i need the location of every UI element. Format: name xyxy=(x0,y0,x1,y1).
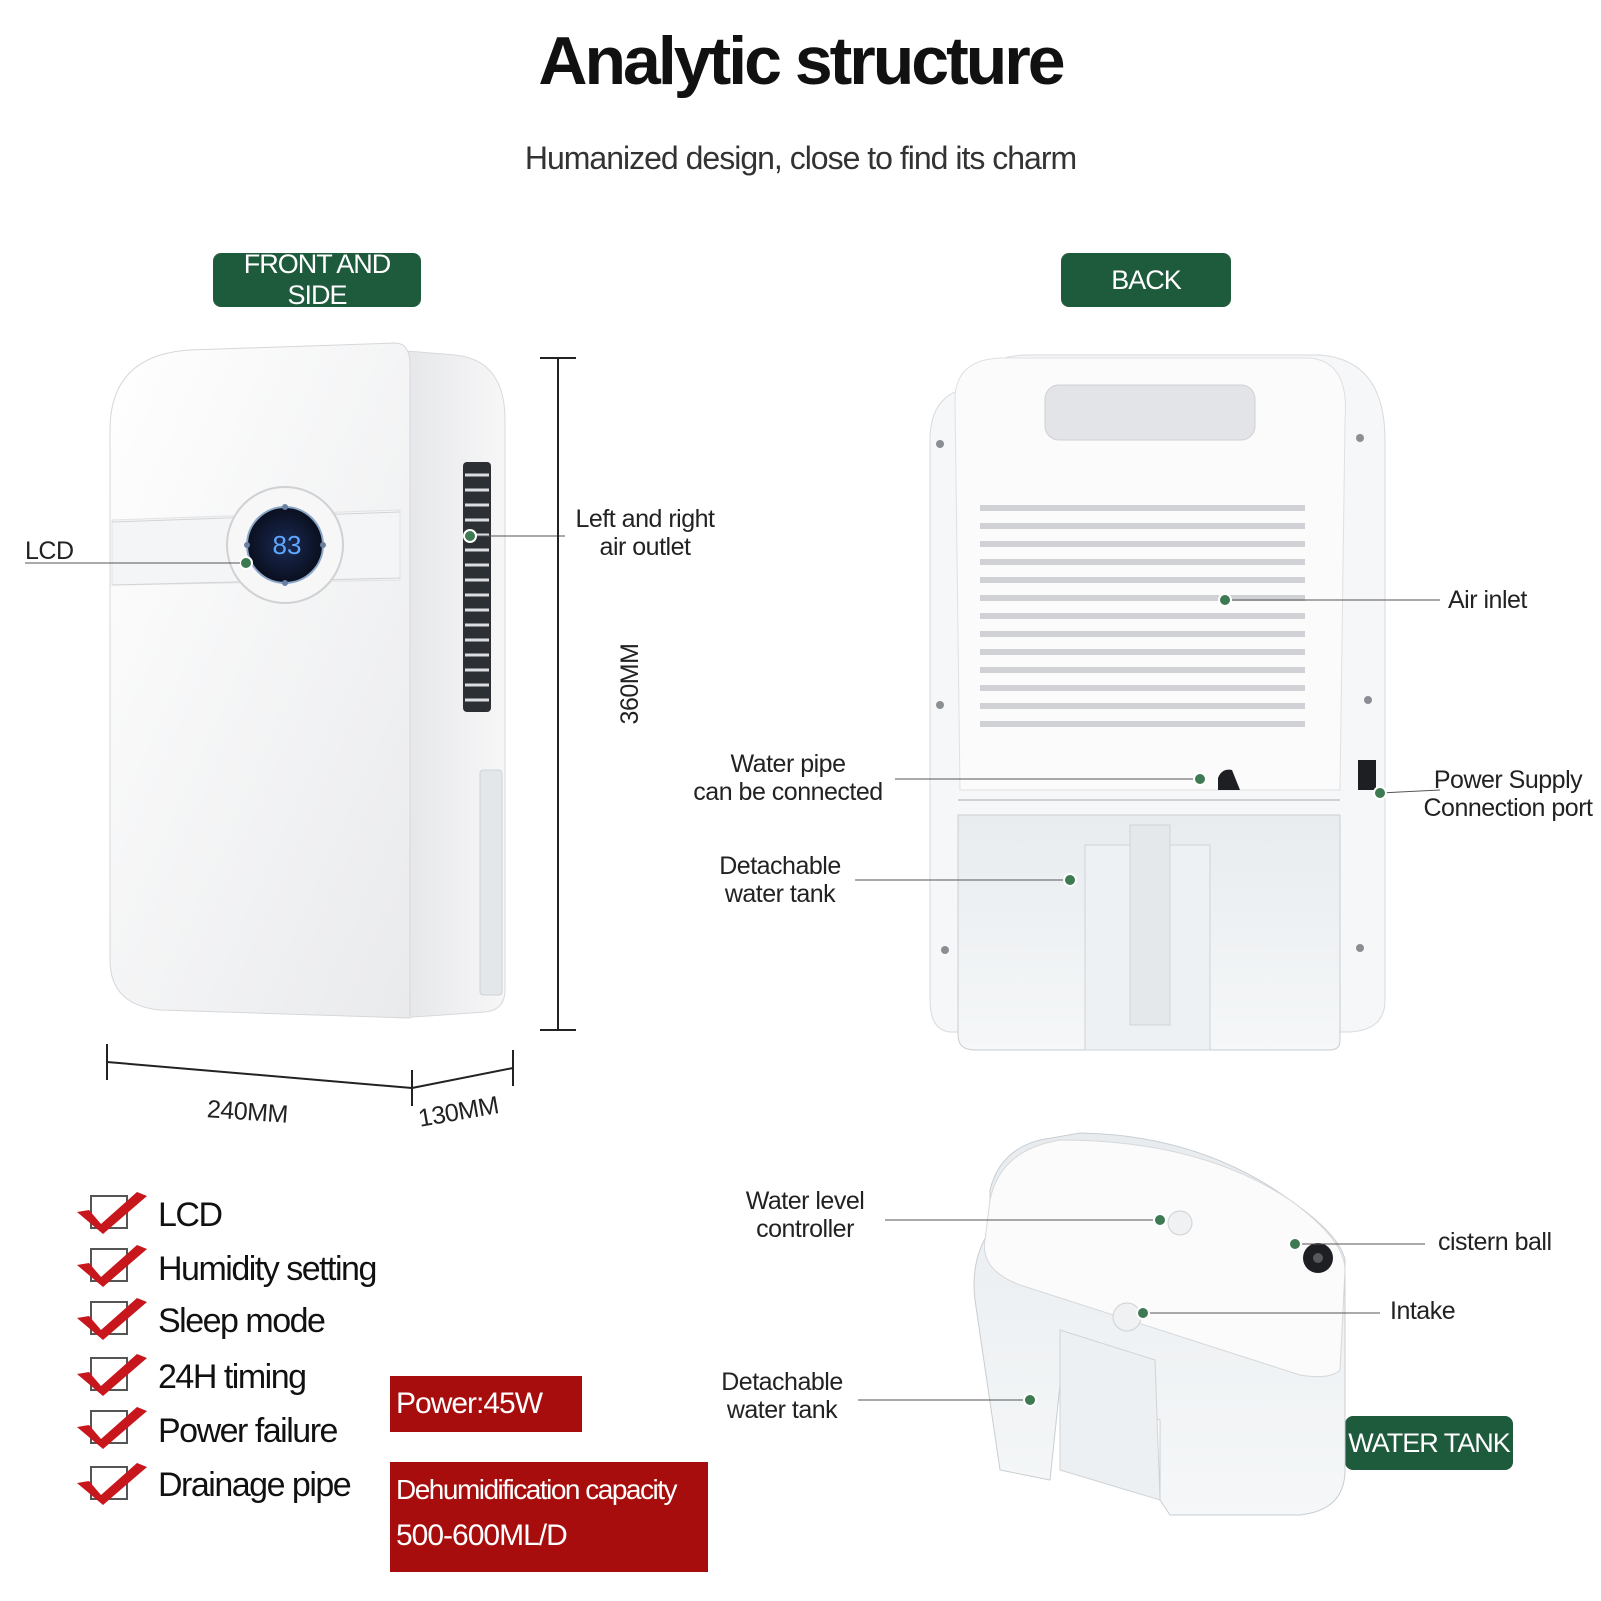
capacity-spec-label: Dehumidification capacity xyxy=(396,1474,678,1505)
back-tank-label-line2: water tank xyxy=(724,880,836,908)
intake-label: Intake xyxy=(1390,1297,1456,1325)
water-tank-unit xyxy=(973,1132,1346,1516)
width-dimension-label: 240MM xyxy=(206,1095,289,1129)
capacity-spec: Dehumidification capacity 500-600ML/D xyxy=(390,1462,708,1572)
back-unit xyxy=(929,354,1386,1051)
tank-detachable-label-line1: Detachable xyxy=(721,1368,843,1396)
checkmarks xyxy=(77,1192,147,1505)
tank-detachable-label-line2: water tank xyxy=(726,1396,838,1424)
power-spec: Power:45W xyxy=(390,1376,582,1432)
capacity-spec-value: 500-600ML/D xyxy=(396,1519,568,1552)
height-dimension-label: 360MM xyxy=(616,643,644,725)
feature-24h-timing: 24H timing xyxy=(158,1358,307,1396)
feature-drainage-pipe: Drainage pipe xyxy=(158,1466,352,1504)
water-level-label-line2: controller xyxy=(756,1215,854,1243)
air-inlet-label: Air inlet xyxy=(1448,586,1527,614)
front-unit xyxy=(109,342,506,1019)
page-subtitle: Humanized design, close to find its char… xyxy=(524,140,1077,176)
page-title: Analytic structure xyxy=(538,23,1065,99)
lcd-label: LCD xyxy=(25,537,74,565)
water-level-label-line1: Water level xyxy=(745,1187,865,1215)
water-pipe-label-line2: can be connected xyxy=(693,778,883,806)
back-badge: BACK xyxy=(1061,253,1231,307)
cistern-ball-label: cistern ball xyxy=(1438,1228,1552,1256)
feature-sleep-mode: Sleep mode xyxy=(158,1302,326,1340)
air-outlet-label-line1: Left and right xyxy=(575,505,715,533)
lcd-readout: 83 xyxy=(273,530,302,560)
feature-power-failure: Power failure xyxy=(158,1412,338,1450)
power-port-label-line1: Power Supply xyxy=(1433,766,1583,794)
front-side-badge: FRONT AND SIDE xyxy=(213,249,421,310)
water-pipe-label-line1: Water pipe xyxy=(730,750,846,778)
power-port-label-line2: Connection port xyxy=(1423,794,1593,822)
feature-humidity-setting: Humidity setting xyxy=(158,1250,377,1288)
feature-lcd: LCD xyxy=(158,1196,223,1234)
dimension-lines xyxy=(106,357,576,1106)
water-tank-badge: WATER TANK xyxy=(1345,1416,1513,1470)
back-tank-label-line1: Detachable xyxy=(719,852,841,880)
air-outlet-label-line2: air outlet xyxy=(599,533,691,561)
